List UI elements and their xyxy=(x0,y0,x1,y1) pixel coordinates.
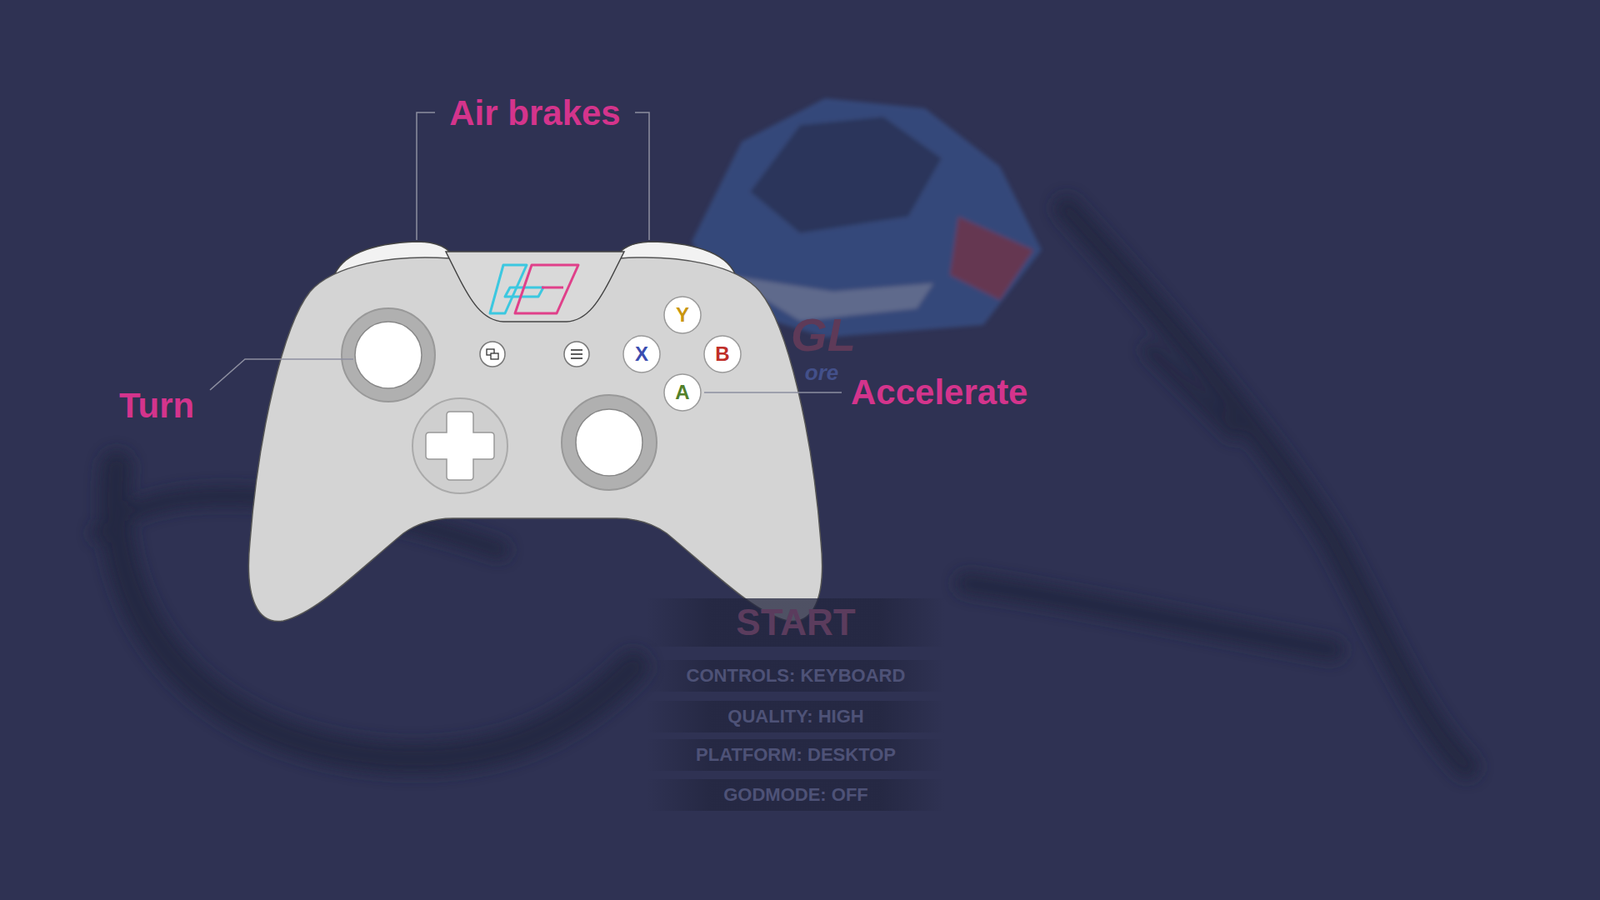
blurred-track xyxy=(100,208,1467,767)
callout-label: Turn xyxy=(119,386,195,425)
track-curve xyxy=(966,583,1334,650)
dpad xyxy=(425,411,495,480)
menu-icon-line xyxy=(570,349,583,351)
left-stick xyxy=(355,321,422,389)
menu-button xyxy=(564,341,590,367)
menu-icon-line xyxy=(570,357,583,360)
logo-part xyxy=(515,265,579,314)
callout-label: Air brakes xyxy=(449,94,620,133)
button-face xyxy=(664,296,701,334)
button-letter: X xyxy=(635,343,649,365)
right-stick xyxy=(575,409,643,476)
ship-stripe xyxy=(950,216,1034,300)
leader-lines xyxy=(210,112,842,393)
menu-item: GODMODE: OFF xyxy=(645,779,946,811)
dpad-well xyxy=(412,398,508,494)
logo-watermark: GL xyxy=(790,309,856,361)
logo-part xyxy=(541,286,564,290)
menu-text: START xyxy=(735,602,855,643)
bracket-line xyxy=(635,112,650,240)
button-letter: Y xyxy=(675,304,690,326)
y-button: Y xyxy=(663,295,702,335)
ship-cockpit xyxy=(750,116,942,234)
leader-line xyxy=(704,391,842,394)
menu-text: QUALITY: HIGH xyxy=(727,706,864,727)
menu-item: QUALITY: HIGH xyxy=(645,700,946,733)
a-button: A xyxy=(663,373,702,412)
button-face xyxy=(704,335,741,373)
track-curve xyxy=(1150,350,1234,434)
bracket-line xyxy=(416,112,435,240)
callout-label: Accelerate xyxy=(850,373,1028,412)
button-letter: B xyxy=(715,343,730,365)
right-stick-ring xyxy=(561,395,657,490)
left-stick-ring xyxy=(341,308,435,402)
menu-text: PLATFORM: DESKTOP xyxy=(695,745,896,765)
track-curve xyxy=(1066,208,1467,767)
menu-icon-line xyxy=(570,353,583,355)
view-button xyxy=(480,341,505,367)
button-face xyxy=(623,335,660,373)
button-letter: A xyxy=(675,381,690,404)
menu-icon xyxy=(570,350,583,359)
button-face xyxy=(664,374,701,411)
x-button: X xyxy=(622,335,661,374)
leader-line xyxy=(210,359,354,390)
game-logo xyxy=(490,265,579,314)
menu-item: PLATFORM: DESKTOP xyxy=(645,739,946,771)
menu-text: CONTROLS: KEYBOARD xyxy=(686,665,906,686)
menu-item: CONTROLS: KEYBOARD xyxy=(645,660,946,692)
menu-text: GODMODE: OFF xyxy=(723,785,869,805)
center-panel xyxy=(445,251,625,322)
view-icon xyxy=(490,353,499,360)
menu-start: START xyxy=(645,598,946,647)
b-button: B xyxy=(703,335,742,374)
gamepad xyxy=(248,241,822,622)
logo-watermark: ore xyxy=(805,360,839,385)
